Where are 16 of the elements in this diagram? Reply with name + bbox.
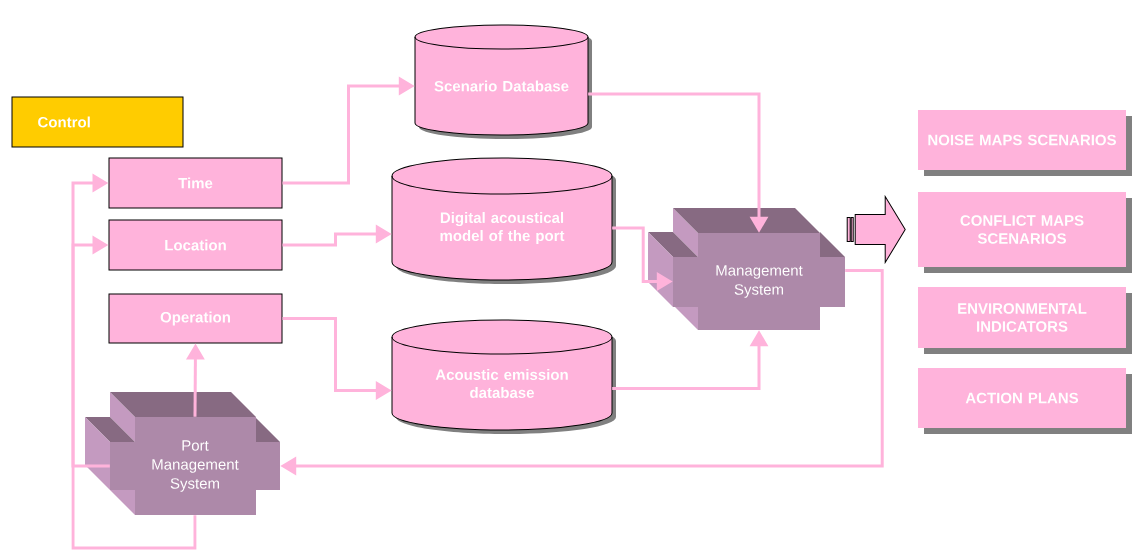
database-cylinder: Scenario Database [414,24,592,139]
system-block: Management System [648,208,845,330]
output-box: ACTION PLANS [918,368,1132,434]
block-arrow [846,196,906,263]
arrow [71,173,110,468]
output-box: CONFLICT MAPS SCENARIOS [918,192,1132,273]
system-block: Port Management System [85,392,280,515]
output-box: ENVIRONMENTAL INDICATORS [918,287,1132,354]
database-cylinder: Acoustic emission database [391,319,616,434]
input-box: Operation [108,293,283,344]
output-box: NOISE MAPS SCENARIOS [918,110,1132,176]
control-box: Control [11,96,184,148]
input-box: Location [108,219,283,271]
arrow [71,235,197,550]
database-cylinder: Digital acoustical model of the port [391,157,616,284]
input-box: Time [108,157,283,209]
